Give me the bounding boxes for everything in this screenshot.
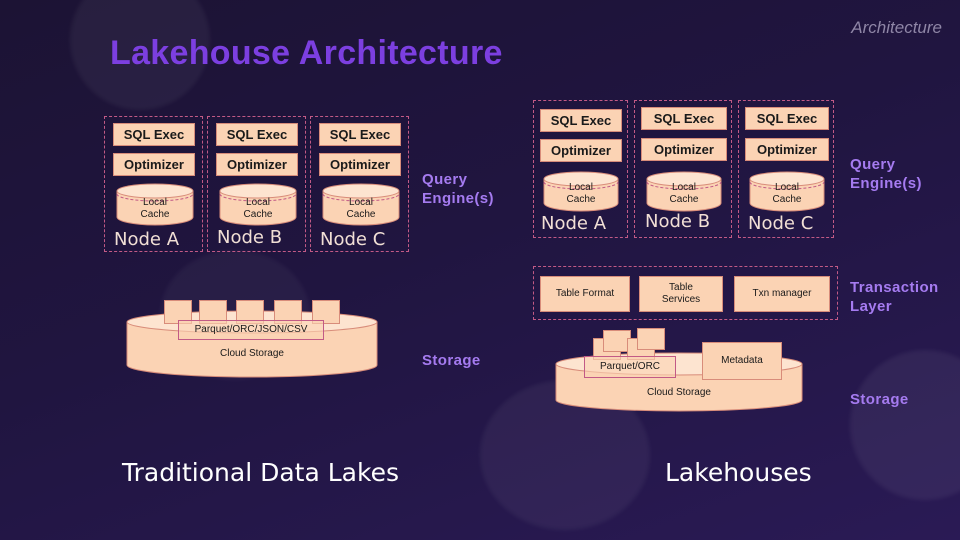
optimizer-box: Optimizer xyxy=(641,138,727,161)
cloud-storage-label: Cloud Storage xyxy=(647,387,711,398)
right-caption: Lakehouses xyxy=(665,458,812,487)
query-engine-label: Query Engine(s) xyxy=(850,156,922,192)
optimizer-box: Optimizer xyxy=(216,153,298,176)
node-label: Node C xyxy=(748,213,814,234)
transaction-layer-label: Transaction Layer xyxy=(850,279,939,315)
node-label: Node A xyxy=(541,213,607,234)
left-caption: Traditional Data Lakes xyxy=(122,458,399,487)
node-label: Node B xyxy=(645,211,711,232)
sql-exec-box: SQL Exec xyxy=(319,123,401,146)
local-cache-icon xyxy=(646,171,722,212)
local-cache-icon xyxy=(749,171,825,212)
node-label: Node A xyxy=(114,229,180,250)
file-block xyxy=(637,328,665,350)
optimizer-box: Optimizer xyxy=(540,139,622,162)
sql-exec-box: SQL Exec xyxy=(745,107,829,130)
table-services-box: Table Services xyxy=(639,276,723,312)
sql-exec-box: SQL Exec xyxy=(540,109,622,132)
file-format-box: Parquet/ORC xyxy=(584,356,676,378)
metadata-box: Metadata xyxy=(702,342,782,380)
sql-exec-box: SQL Exec xyxy=(216,123,298,146)
node-label: Node B xyxy=(217,227,283,248)
local-cache-icon xyxy=(219,183,297,226)
node-label: Node C xyxy=(320,229,386,250)
cloud-storage-label: Cloud Storage xyxy=(220,348,284,359)
local-cache-icon xyxy=(543,171,619,212)
storage-layer-label: Storage xyxy=(850,391,909,408)
optimizer-box: Optimizer xyxy=(319,153,401,176)
txn-manager-box: Txn manager xyxy=(734,276,830,312)
storage-layer-label: Storage xyxy=(422,352,481,369)
optimizer-box: Optimizer xyxy=(745,138,829,161)
optimizer-box: Optimizer xyxy=(113,153,195,176)
sql-exec-box: SQL Exec xyxy=(113,123,195,146)
sql-exec-box: SQL Exec xyxy=(641,107,727,130)
table-format-box: Table Format xyxy=(540,276,630,312)
local-cache-icon xyxy=(116,183,194,226)
page-title: Lakehouse Architecture xyxy=(110,34,503,72)
file-format-box: Parquet/ORC/JSON/CSV xyxy=(178,320,324,340)
section-tag: Architecture xyxy=(851,18,942,37)
local-cache-icon xyxy=(322,183,400,226)
transaction-layer: Table Format Table Services Txn manager xyxy=(533,266,838,320)
query-engine-label: Query Engine(s) xyxy=(422,171,494,207)
